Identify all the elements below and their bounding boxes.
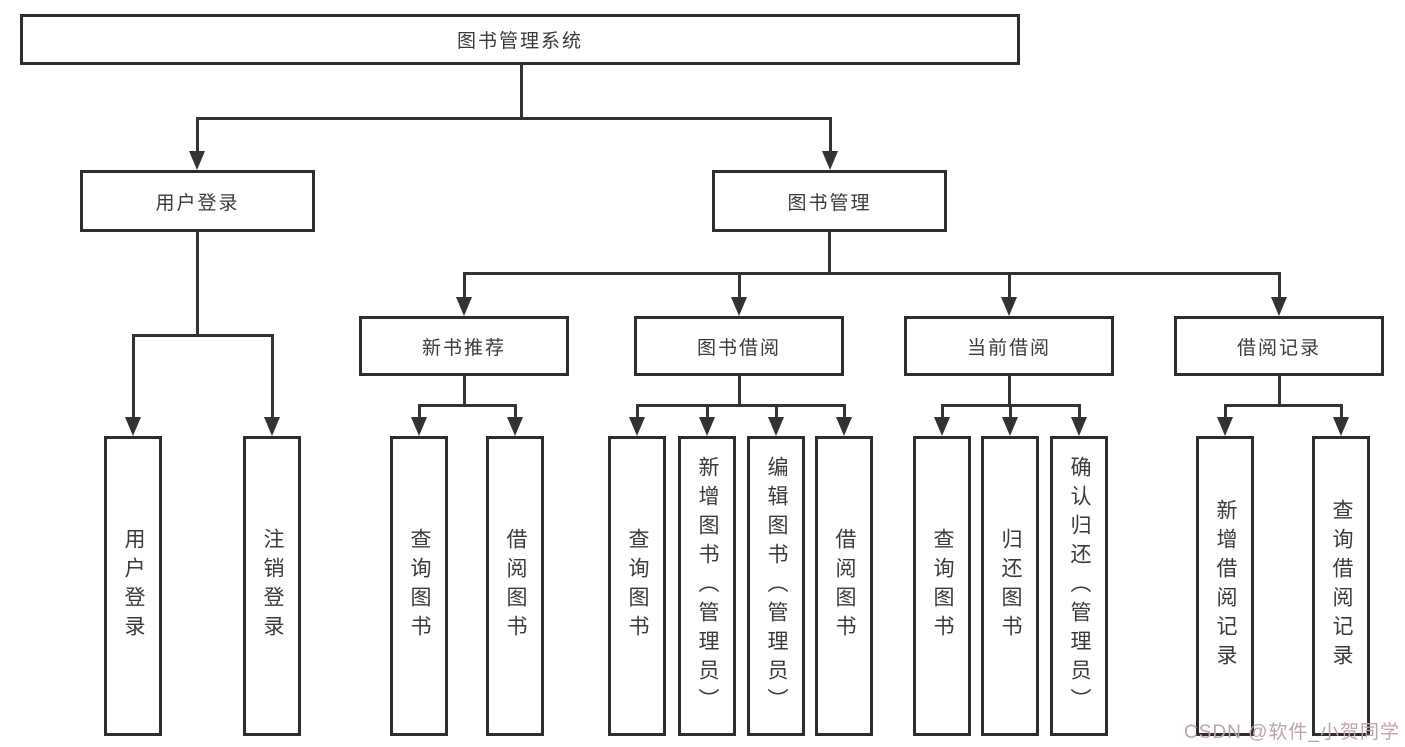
leaf-edit-books-admin: 编辑图书（管理员） — [747, 436, 805, 736]
connector-line — [418, 404, 517, 407]
leaf-query-books-borrowing: 查询图书 — [608, 436, 666, 736]
leaf-add-books-admin: 新增图书（管理员） — [678, 436, 736, 736]
leaf-user-login: 用户登录 — [104, 436, 162, 736]
arrow-down-icon — [1217, 417, 1233, 436]
connector-line — [941, 404, 944, 418]
connector-line — [636, 404, 639, 418]
arrow-down-icon — [1001, 297, 1017, 316]
connector-line — [1224, 404, 1227, 418]
node-book-management: 图书管理 — [712, 170, 947, 232]
connector-line — [828, 232, 831, 275]
connector-line — [829, 117, 832, 152]
arrow-down-icon — [1333, 417, 1349, 436]
node-label: 图书管理系统 — [456, 31, 583, 52]
node-label: 新书推荐 — [421, 337, 506, 359]
node-label: 编辑图书（管理员） — [765, 455, 788, 717]
connector-line — [636, 404, 846, 407]
connector-line — [514, 404, 517, 418]
connector-line — [738, 272, 741, 298]
arrow-down-icon — [768, 417, 784, 436]
arrow-down-icon — [456, 297, 472, 316]
connector-line — [1224, 404, 1343, 407]
arrow-down-icon — [1071, 417, 1087, 436]
connector-line — [520, 65, 523, 120]
connector-line — [1278, 272, 1281, 298]
arrow-down-icon — [629, 417, 645, 436]
node-label: 注销登录 — [261, 528, 284, 644]
node-label: 查询图书 — [626, 528, 649, 644]
node-label: 新增借阅记录 — [1214, 499, 1237, 673]
connector-line — [1078, 404, 1081, 418]
arrow-down-icon — [836, 417, 852, 436]
connector-line — [418, 404, 421, 418]
node-label: 确认归还（管理员） — [1068, 455, 1091, 717]
node-label: 查询借阅记录 — [1330, 499, 1353, 673]
node-label: 当前借阅 — [966, 337, 1051, 359]
connector-line — [196, 117, 832, 120]
node-label: 借阅图书 — [833, 528, 856, 644]
node-label: 用户登录 — [122, 528, 145, 644]
node-user-login: 用户登录 — [80, 170, 315, 232]
node-label: 借阅图书 — [504, 528, 527, 644]
connector-line — [1278, 376, 1281, 407]
connector-line — [1009, 404, 1012, 418]
leaf-return-books: 归还图书 — [981, 436, 1039, 736]
leaf-query-borrow-record: 查询借阅记录 — [1312, 436, 1370, 736]
connector-line — [196, 232, 199, 337]
connector-line — [132, 334, 135, 418]
arrow-down-icon — [699, 417, 715, 436]
node-borrowing-records: 借阅记录 — [1174, 316, 1384, 376]
arrow-down-icon — [189, 151, 205, 170]
connector-line — [463, 272, 466, 298]
node-new-book-recommend: 新书推荐 — [359, 316, 569, 376]
connector-line — [463, 272, 1281, 275]
connector-line — [1008, 272, 1011, 298]
arrow-down-icon — [1002, 417, 1018, 436]
connector-line — [843, 404, 846, 418]
arrow-down-icon — [264, 417, 280, 436]
arrow-down-icon — [822, 151, 838, 170]
node-label: 新增图书（管理员） — [696, 455, 719, 717]
node-label: 图书管理 — [787, 192, 872, 214]
node-book-management-system: 图书管理系统 — [20, 14, 1020, 65]
arrow-down-icon — [731, 297, 747, 316]
arrow-down-icon — [934, 417, 950, 436]
node-label: 借阅记录 — [1236, 337, 1321, 359]
node-label: 查询图书 — [931, 528, 954, 644]
arrow-down-icon — [1271, 297, 1287, 316]
leaf-borrow-books-recommend: 借阅图书 — [486, 436, 544, 736]
node-label: 查询图书 — [408, 528, 431, 644]
connector-line — [196, 117, 199, 152]
connector-line — [738, 376, 741, 407]
leaf-confirm-return-admin: 确认归还（管理员） — [1050, 436, 1108, 736]
connector-line — [775, 404, 778, 418]
node-label: 归还图书 — [999, 528, 1022, 644]
connector-line — [1340, 404, 1343, 418]
connector-line — [463, 376, 466, 407]
connector-line — [706, 404, 709, 418]
node-current-borrowing: 当前借阅 — [904, 316, 1114, 376]
arrow-down-icon — [125, 417, 141, 436]
leaf-add-borrow-record: 新增借阅记录 — [1196, 436, 1254, 736]
arrow-down-icon — [411, 417, 427, 436]
connector-line — [132, 334, 274, 337]
leaf-query-books-current: 查询图书 — [913, 436, 971, 736]
leaf-query-books-recommend: 查询图书 — [390, 436, 448, 736]
leaf-logout: 注销登录 — [243, 436, 301, 736]
leaf-borrow-books-borrowing: 借阅图书 — [815, 436, 873, 736]
csdn-watermark: CSDN @软件_小贺同学 — [1184, 722, 1400, 743]
arrow-down-icon — [507, 417, 523, 436]
node-label: 图书借阅 — [696, 337, 781, 359]
node-book-borrowing: 图书借阅 — [634, 316, 844, 376]
connector-line — [271, 334, 274, 418]
node-label: 用户登录 — [155, 192, 240, 214]
connector-line — [1008, 376, 1011, 407]
